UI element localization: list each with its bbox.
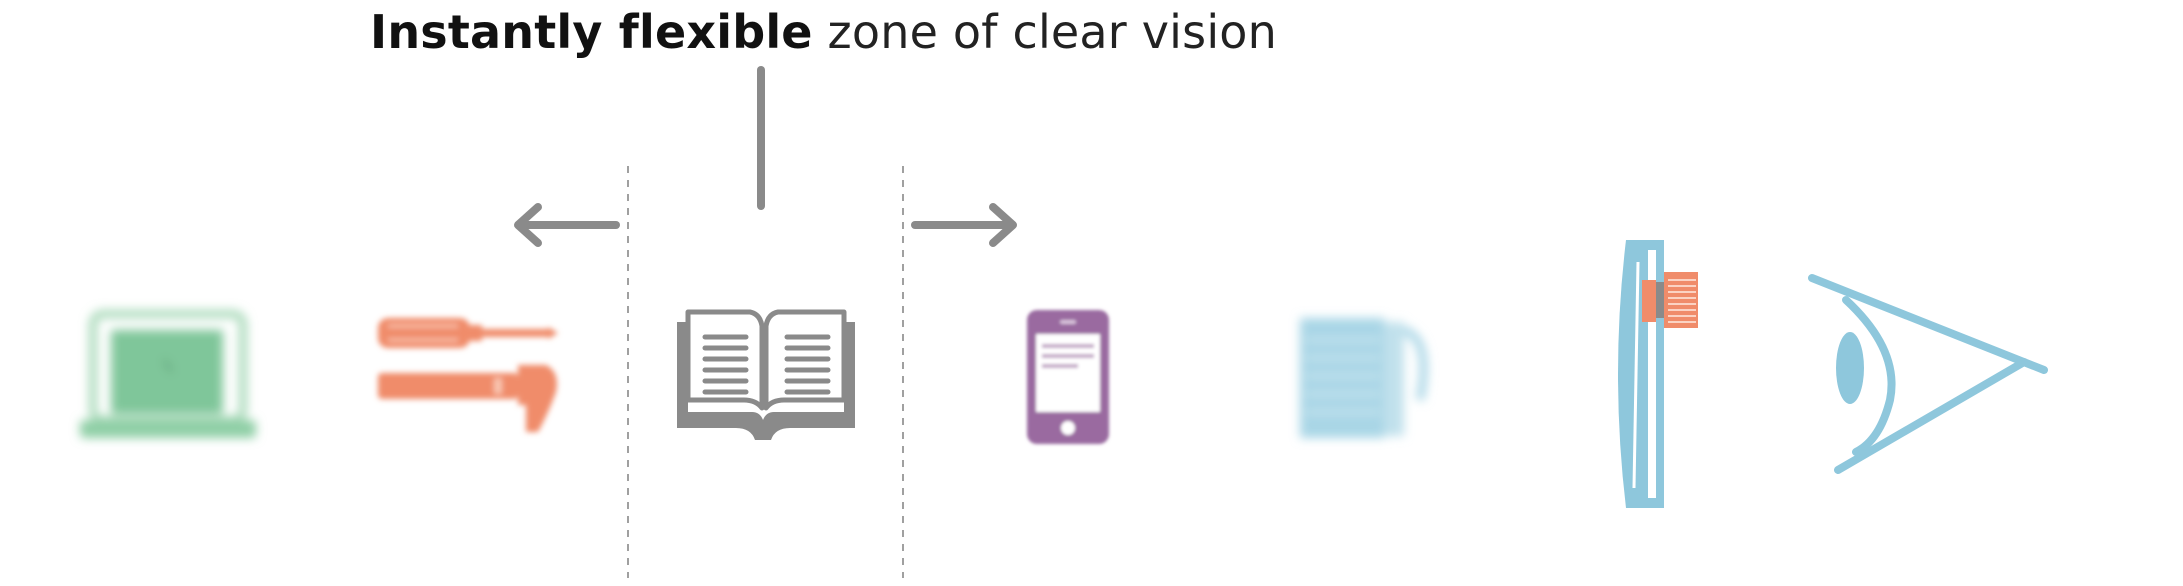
phone-icon xyxy=(1027,310,1109,444)
lens-icon xyxy=(1618,240,1698,508)
diagram-title: Instantly flexible zone of clear vision xyxy=(370,2,1277,62)
document-icon xyxy=(1300,318,1428,438)
left-arrow-icon xyxy=(514,203,620,247)
eye-icon xyxy=(1808,274,2048,474)
title-rest: zone of clear vision xyxy=(812,5,1277,59)
right-arrow-icon xyxy=(911,203,1017,247)
title-bold: Instantly flexible xyxy=(370,5,813,59)
laptop-icon xyxy=(80,310,256,438)
book-icon xyxy=(677,309,855,440)
tools-icon xyxy=(378,318,558,432)
